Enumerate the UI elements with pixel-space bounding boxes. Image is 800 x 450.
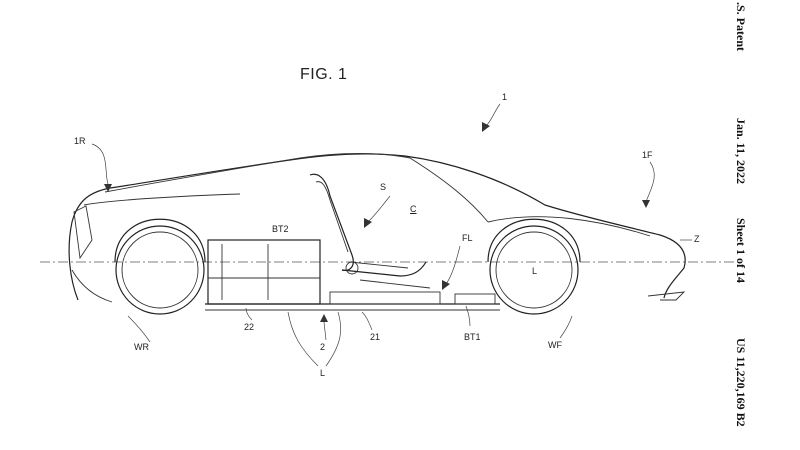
seat [309, 173, 431, 289]
label-frame-rear: 22 [244, 322, 255, 332]
figure-title: FIG. 1 [300, 66, 348, 83]
rear-battery-pack [207, 239, 321, 305]
leader-1 [485, 103, 501, 127]
leader-22 [245, 307, 253, 321]
label-front-wheel: WF [548, 340, 562, 350]
leader-1f [645, 161, 655, 203]
rear-light-detail [73, 205, 93, 260]
leader-1r-arrowhead [104, 184, 112, 192]
header-patent-number: US 11,220,169 B2 [734, 338, 748, 427]
label-seat: S [380, 182, 387, 192]
leader-21 [361, 311, 373, 331]
leader-1-arrowhead [482, 122, 490, 132]
label-cabin: C [410, 204, 417, 214]
leader-2-arrowhead [320, 314, 328, 322]
header-sheet: Sheet 1 of 14 [734, 218, 748, 283]
label-front-battery: BT1 [464, 332, 481, 342]
label-frame: 2 [320, 342, 326, 352]
rear-wheel [114, 218, 206, 315]
label-wheel-center: L [532, 266, 538, 276]
rear-bumper-detail [71, 269, 113, 303]
leader-l-1 [287, 311, 319, 367]
header-date: Jan. 11, 2022 [734, 118, 748, 185]
front-battery-pack [329, 291, 496, 305]
leader-wr [127, 315, 151, 343]
leader-1f-arrowhead [642, 200, 650, 208]
leader-l-2 [325, 311, 341, 367]
windscreen-line [409, 157, 489, 223]
rear-deck-line [83, 193, 241, 206]
label-frame-mid: 21 [370, 332, 381, 342]
leader-1r [91, 143, 109, 185]
leader-s-arrowhead [364, 218, 372, 228]
label-length: L [320, 368, 326, 378]
label-axis: Z [694, 234, 700, 244]
leader-2 [323, 321, 327, 341]
label-floor: FL [462, 233, 473, 243]
leader-wf [559, 315, 573, 339]
label-rear: 1R [74, 136, 86, 146]
car-body-outline [68, 153, 686, 301]
front-splitter [647, 291, 686, 301]
car-roof-inner-line [104, 153, 411, 193]
front-wheel [487, 218, 581, 315]
leader-fl [445, 245, 461, 285]
label-rear-battery: BT2 [272, 224, 289, 234]
hood-line [487, 216, 651, 237]
leader-fl-arrowhead [442, 280, 450, 290]
leader-bt1 [465, 305, 471, 327]
header-patent-label: .S. Patent [734, 2, 748, 51]
label-vehicle: 1 [502, 92, 508, 102]
label-rear-wheel: WR [134, 342, 149, 352]
label-front: 1F [642, 150, 653, 160]
leader-s [367, 195, 391, 223]
